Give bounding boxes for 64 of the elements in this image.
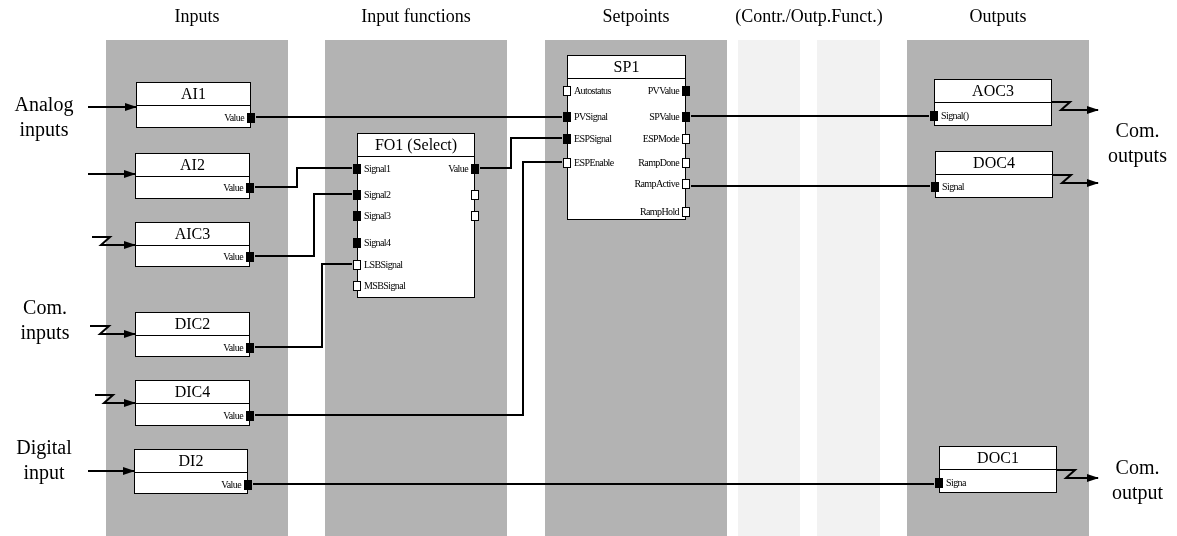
block-title: DI2 xyxy=(135,450,247,473)
port-label: LSBSignal xyxy=(364,259,403,271)
connector-line xyxy=(254,263,353,348)
block-title: AIC3 xyxy=(136,223,249,246)
arrow xyxy=(1052,174,1099,187)
block-title: AI2 xyxy=(136,154,249,177)
arrow xyxy=(89,325,136,338)
signal-label: Com. output xyxy=(1098,455,1177,505)
port-label: Value xyxy=(223,342,243,354)
block-title: FO1 (Select) xyxy=(358,134,474,157)
arrow xyxy=(1056,469,1099,482)
block-title: DOC4 xyxy=(936,152,1052,175)
arrow xyxy=(1051,101,1099,114)
port-label: Value xyxy=(221,479,241,491)
signal-label: Analog inputs xyxy=(0,92,88,142)
connector-line xyxy=(255,116,563,118)
block-title: DIC4 xyxy=(136,381,249,404)
port-label: ESPMode xyxy=(642,133,679,145)
arrow xyxy=(87,467,135,475)
port-label: RampActive xyxy=(634,178,679,190)
port-label: RampDone xyxy=(638,157,679,169)
arrow xyxy=(87,170,136,178)
port-label: Signal1 xyxy=(364,163,391,175)
connector-line xyxy=(254,167,353,188)
port-label: ESPEnable xyxy=(574,157,614,169)
port-label: ESPSignal xyxy=(574,133,612,145)
port-label: Signal xyxy=(942,181,964,193)
port-label: Signal2 xyxy=(364,189,391,201)
connector-line xyxy=(479,137,563,169)
arrow xyxy=(94,394,136,407)
port-label: Signa xyxy=(946,477,966,489)
connector-line xyxy=(254,193,353,257)
arrow xyxy=(91,236,136,249)
port-label: Value xyxy=(223,251,243,263)
port-label: RampHold xyxy=(639,206,679,218)
port-label: Value xyxy=(223,182,243,194)
port-label: PVValue xyxy=(647,85,679,97)
port-label: Signal3 xyxy=(364,210,391,222)
port-label: SPValue xyxy=(649,111,679,123)
port-label: Value xyxy=(448,163,468,175)
column-heading: (Contr./Outp.Funct.) xyxy=(735,6,883,27)
block-title: SP1 xyxy=(568,56,685,79)
block-title: DIC2 xyxy=(136,313,249,336)
signal-label: Com. outputs xyxy=(1098,118,1177,168)
port-label: PVSignal xyxy=(574,111,608,123)
port-label: MSBSignal xyxy=(364,280,406,292)
connector-line xyxy=(254,161,563,416)
column-heading: Inputs xyxy=(173,6,221,27)
signal-label: Digital input xyxy=(0,435,88,485)
port-label: Signal() xyxy=(941,110,969,122)
signal-label: Com. inputs xyxy=(0,295,90,345)
connector-line xyxy=(690,115,930,117)
connector-line xyxy=(690,185,931,187)
port-label: Autostatus xyxy=(574,85,611,97)
port-label: Value xyxy=(223,410,243,422)
port-label: Signal4 xyxy=(364,237,391,249)
column-heading: Outputs xyxy=(968,6,1028,27)
port-label: Value xyxy=(224,112,244,124)
connector-line xyxy=(252,483,935,485)
block-title: AOC3 xyxy=(935,80,1051,103)
block-title: DOC1 xyxy=(940,447,1056,470)
arrow xyxy=(87,103,137,111)
column-heading: Input functions xyxy=(360,6,472,27)
block-title: AI1 xyxy=(137,83,250,106)
